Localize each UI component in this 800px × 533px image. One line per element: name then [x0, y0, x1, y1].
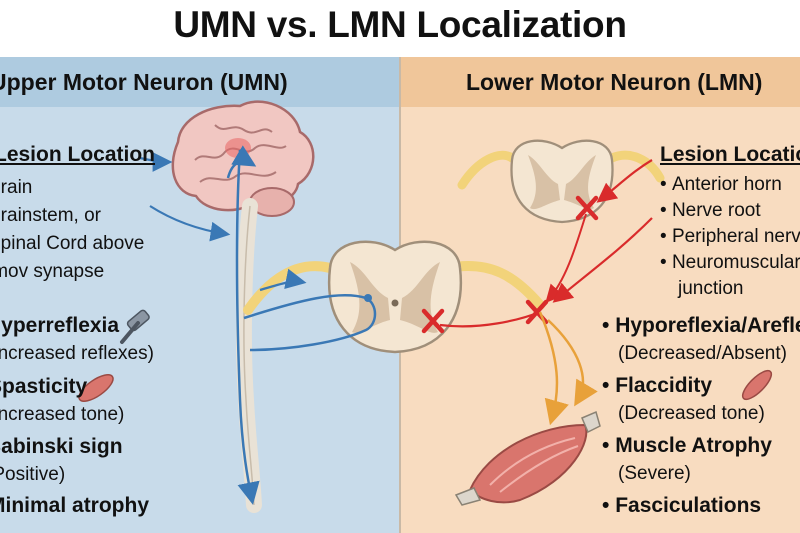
lmn-pathway: [439, 310, 541, 328]
umn-lesion-line: Brain: [0, 177, 33, 198]
lmn-lesion-item: • Nerve root: [660, 200, 761, 221]
lmn-sign-detail: (Decreased/Absent): [618, 343, 787, 364]
umn-pathway-loop: [226, 145, 257, 179]
lmn-pathway-to-muscle-2: [547, 319, 598, 407]
umn-sign-detail: (Increased tone): [0, 404, 125, 425]
umn-sign-name: Hyperreflexia: [0, 314, 120, 337]
umn-return-arrow: [259, 268, 307, 292]
lmn-lesion-item-continued: junction: [678, 278, 744, 299]
lmn-header: Lower Motor Neuron (LMN): [466, 69, 763, 95]
umn-sign-name: Spasticity: [0, 375, 88, 398]
synapse-dot: [364, 294, 372, 302]
lmn-sign-detail: (Severe): [618, 463, 691, 484]
umn-sign-detail: (Increased reflexes): [0, 343, 154, 364]
pointer-arrow-brain: [139, 152, 173, 172]
umn-sign-detail: (Positive): [0, 464, 66, 485]
brain-icon: [171, 100, 315, 217]
lmn-lesion-item: • Peripheral nerve: [660, 226, 800, 247]
umn-descending-pathway: [235, 149, 260, 505]
reflex-hammer-icon: [120, 309, 150, 344]
small-muscle-icon-lmn: [741, 369, 773, 401]
upper-spinal-cord-section-icon: [510, 139, 614, 224]
umn-sign-name: Babinski sign: [0, 435, 123, 458]
muscle-icon: [454, 410, 601, 506]
umn-lesion-line: Spinal Cord above: [0, 233, 145, 254]
nerve-root-left: [243, 261, 335, 315]
lmn-sign-name: • Fasciculations: [602, 494, 762, 517]
lmn-header-band: Lower Motor Neuron (LMN): [400, 57, 800, 107]
pointer-arrow-peripheral: [552, 217, 653, 303]
pointer-arrow-brainstem: [149, 205, 231, 242]
umn-lesion-heading: Lesion Location: [0, 143, 156, 166]
pointer-arrow-anterior-horn: [596, 159, 653, 203]
lmn-lesion-item: • Neuromuscular: [660, 252, 800, 273]
small-muscle-icon-umn: [78, 374, 114, 402]
lmn-sign-name: • Flaccidity: [602, 374, 713, 397]
upper-nerve-root-right: [607, 150, 665, 183]
lmn-sign-name: • Muscle Atrophy: [602, 434, 772, 457]
page-title: UMN vs. LMN Localization: [173, 4, 627, 45]
umn-sign-name: Minimal atrophy: [0, 494, 150, 517]
upper-nerve-root-left: [457, 150, 517, 190]
umn-lesion-line: Brainstem, or: [0, 205, 101, 226]
lmn-sign-name: • Hyporeflexia/Areflexia: [602, 314, 800, 337]
umn-synapse-path: [243, 293, 377, 352]
lmn-panel-background: [400, 57, 800, 533]
pointer-arrow-nerve-root: [545, 213, 587, 303]
lmn-lesion-heading: Lesion Location: [660, 143, 800, 166]
umn-header: Upper Motor Neuron (UMN): [0, 69, 288, 95]
lmn-sign-detail: (Decreased tone): [618, 403, 765, 424]
lesion-marker-upper: [575, 195, 599, 221]
lesion-marker-anterior-horn: [421, 308, 445, 334]
lmn-lesion-item: • Anterior horn: [660, 174, 782, 195]
umn-lesion-line: lmov synapse: [0, 261, 105, 282]
spinal-tract-outline: [243, 205, 255, 506]
umn-header-band: Upper Motor Neuron (UMN): [0, 57, 400, 107]
lmn-pathway-to-muscle-1: [538, 311, 569, 426]
